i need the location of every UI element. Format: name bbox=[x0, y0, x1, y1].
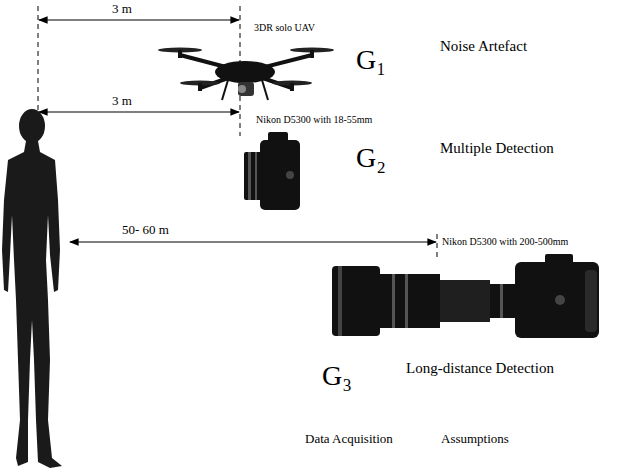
section-label: Data Acquisition bbox=[305, 432, 393, 447]
device-label: Nikon D5300 with 18-55mm bbox=[256, 114, 372, 126]
dimension-label: 50- 60 m bbox=[122, 223, 169, 238]
reference-line bbox=[437, 234, 438, 258]
person-silhouette bbox=[2, 109, 62, 468]
dimension-arrow bbox=[39, 19, 239, 20]
assumption-label: Multiple Detection bbox=[440, 140, 554, 157]
dimension-label: 3 m bbox=[112, 2, 132, 17]
assumption-label: Long-distance Detection bbox=[405, 360, 555, 377]
section-label: Assumptions bbox=[441, 432, 509, 447]
device-label: 3DR solo UAV bbox=[254, 22, 315, 34]
camera-telephoto-lens bbox=[332, 254, 599, 338]
dimension-arrow bbox=[39, 111, 239, 112]
camera-short-lens bbox=[244, 132, 300, 210]
device-label: Nikon D5300 with 200-500mm bbox=[442, 236, 568, 248]
group-label: G₁ bbox=[356, 44, 386, 76]
group-label: G₃ bbox=[322, 360, 352, 392]
uav-drone bbox=[158, 48, 334, 101]
reference-line bbox=[38, 6, 39, 118]
assumption-label: Noise Artefact bbox=[440, 38, 527, 55]
group-label: G₂ bbox=[356, 142, 386, 174]
dimension-label: 3 m bbox=[112, 94, 132, 109]
dimension-arrow bbox=[70, 241, 436, 242]
